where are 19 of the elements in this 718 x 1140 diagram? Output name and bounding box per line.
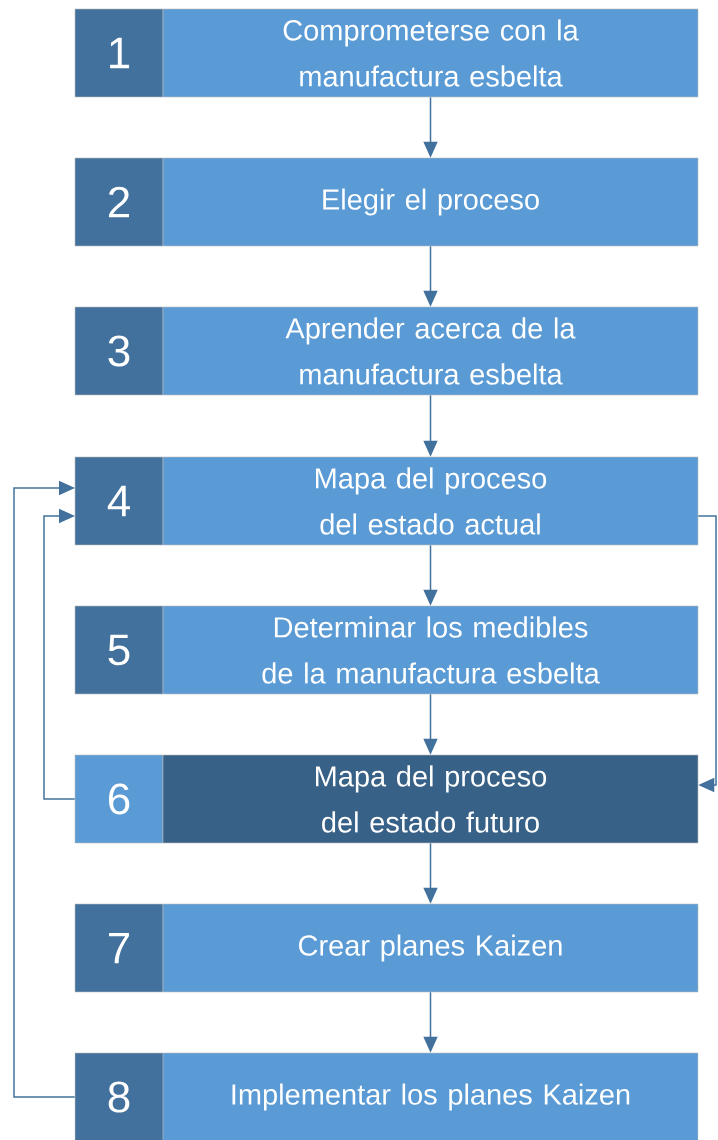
step-number-box: 2 <box>74 157 164 247</box>
step-number-box: 6 <box>74 754 164 844</box>
arrow <box>697 515 717 793</box>
step-box: Comprometerse con la manufactura esbelta <box>162 8 699 98</box>
step-box: Implementar los planes Kaizen <box>162 1052 699 1140</box>
step-box: Mapa del proceso del estado futuro <box>162 754 699 844</box>
step-box: Crear planes Kaizen <box>162 903 699 993</box>
arrow <box>43 508 76 800</box>
step-number-box: 4 <box>74 456 164 546</box>
step-number-box: 7 <box>74 903 164 993</box>
step-number-box: 5 <box>74 605 164 695</box>
step-number-box: 3 <box>74 306 164 396</box>
arrow <box>13 480 76 1098</box>
step-box: Elegir el proceso <box>162 157 699 247</box>
step-box: Aprender acerca de la manufactura esbelta <box>162 306 699 396</box>
step-box: Mapa del proceso del estado actual <box>162 456 699 546</box>
step-number-box: 8 <box>74 1052 164 1140</box>
step-box: Determinar los medibles de la manufactura esbelta <box>162 605 699 695</box>
step-number-box: 1 <box>74 8 164 98</box>
